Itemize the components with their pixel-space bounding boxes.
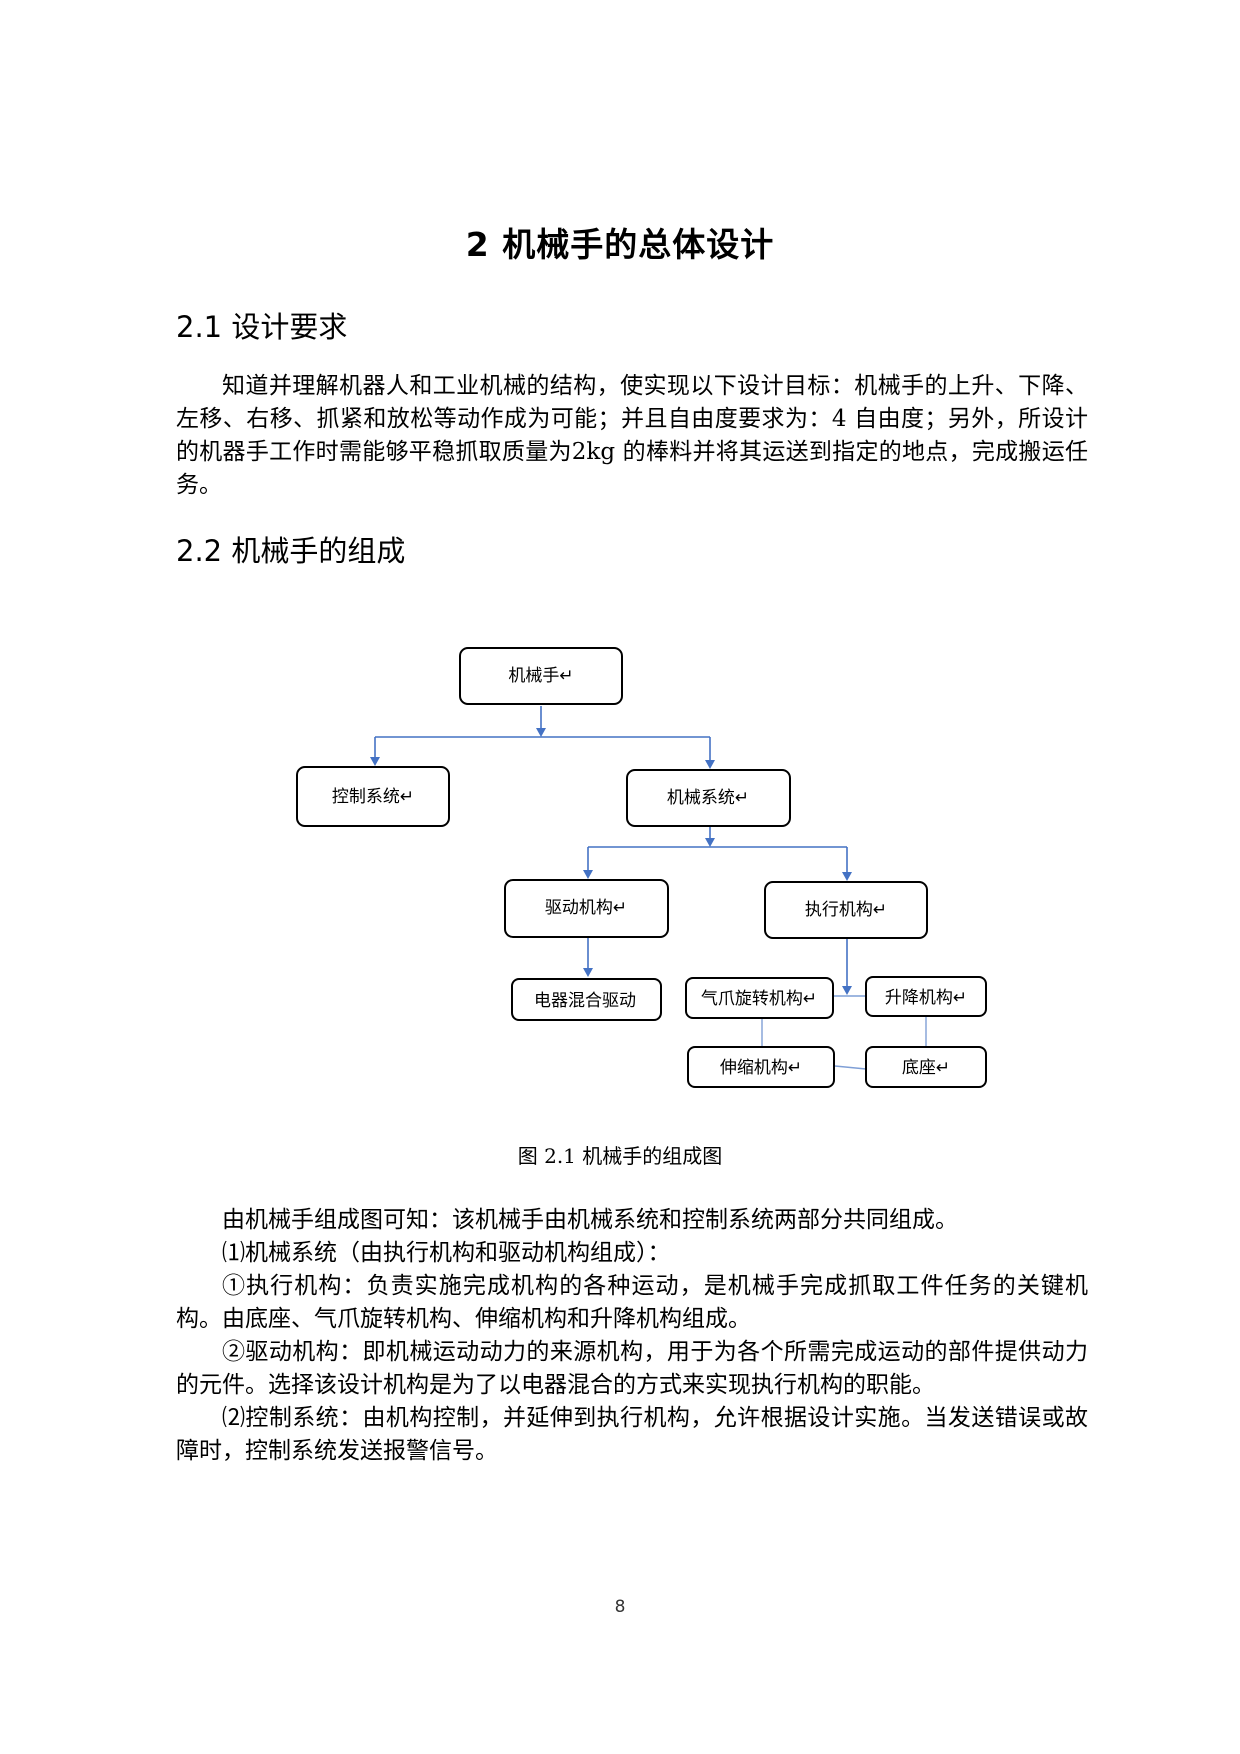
node-gripper-rotation-label: 气爪旋转机构↵ <box>701 989 817 1009</box>
node-lift-label: 升降机构↵ <box>885 988 967 1008</box>
node-base-label: 底座↵ <box>902 1058 950 1078</box>
arrow-root <box>536 728 546 737</box>
node-hybrid-drive-label: 电器混合驱动 <box>534 991 636 1011</box>
node-root-box <box>459 647 623 705</box>
node-hybrid-drive-box <box>511 978 662 1021</box>
analysis-paragraph-3: ①执行机构：负责实施完成机构的各种运动，是机械手完成抓取工件任务的关键机构。由底… <box>176 1273 1088 1332</box>
node-drive-box <box>504 879 669 938</box>
analysis-paragraph-2: ⑴机械系统（由执行机构和驱动机构组成）： <box>222 1240 671 1266</box>
analysis-section: 由机械手组成图可知：该机械手由机械系统和控制系统两部分共同组成。 ⑴机械系统（由… <box>176 1204 1088 1468</box>
analysis-paragraph-1: 由机械手组成图可知：该机械手由机械系统和控制系统两部分共同组成。 <box>222 1207 958 1233</box>
arrow-mechanical-split <box>705 838 715 847</box>
analysis-paragraph-5: ⑵控制系统：由机构控制，并延伸到执行机构，允许根据设计实施。当发送错误或故障时，… <box>176 1405 1088 1464</box>
node-mechanical-label: 机械系统↵ <box>667 788 749 808</box>
section-heading-2-2: 2.2 机械手的组成 <box>176 534 406 568</box>
section-heading-2-1: 2.1 设计要求 <box>176 310 348 344</box>
node-control-box <box>296 766 450 827</box>
arrow-hybrid-drive <box>583 968 593 977</box>
figure-caption: 图 2.1 机械手的组成图 <box>517 1144 723 1168</box>
node-base-box <box>865 1046 987 1088</box>
node-lift-box <box>865 976 987 1017</box>
edge-telescopic-base <box>834 1065 867 1070</box>
design-requirements-text: 知道并理解机器人和工业机械的结构，使实现以下设计目标：机械手的上升、下降、左移、… <box>176 373 1088 498</box>
node-gripper-rotation-box <box>685 977 834 1019</box>
node-actuator-label: 执行机构↵ <box>805 900 887 920</box>
node-root-label: 机械手↵ <box>508 666 573 686</box>
arrow-drive <box>583 870 593 879</box>
node-telescopic-label: 伸缩机构↵ <box>720 1058 802 1078</box>
node-mechanical-box <box>626 769 791 827</box>
analysis-paragraph-4: ②驱动机构：即机械运动动力的来源机构，用于为各个所需完成运动的部件提供动力的元件… <box>176 1339 1088 1398</box>
design-requirements-paragraph: 知道并理解机器人和工业机械的结构，使实现以下设计目标：机械手的上升、下降、左移、… <box>176 370 1088 502</box>
node-control-label: 控制系统↵ <box>332 787 414 807</box>
arrow-actuator-sub <box>842 986 852 995</box>
page-number: 8 <box>614 1597 626 1617</box>
node-actuator-box <box>764 881 928 939</box>
arrow-actuator <box>842 872 852 881</box>
chapter-title: 2 机械手的总体设计 <box>465 225 775 264</box>
arrow-control <box>370 757 380 766</box>
arrow-mechanical <box>705 760 715 769</box>
node-drive-label: 驱动机构↵ <box>545 898 627 918</box>
node-telescopic-box <box>687 1046 835 1088</box>
